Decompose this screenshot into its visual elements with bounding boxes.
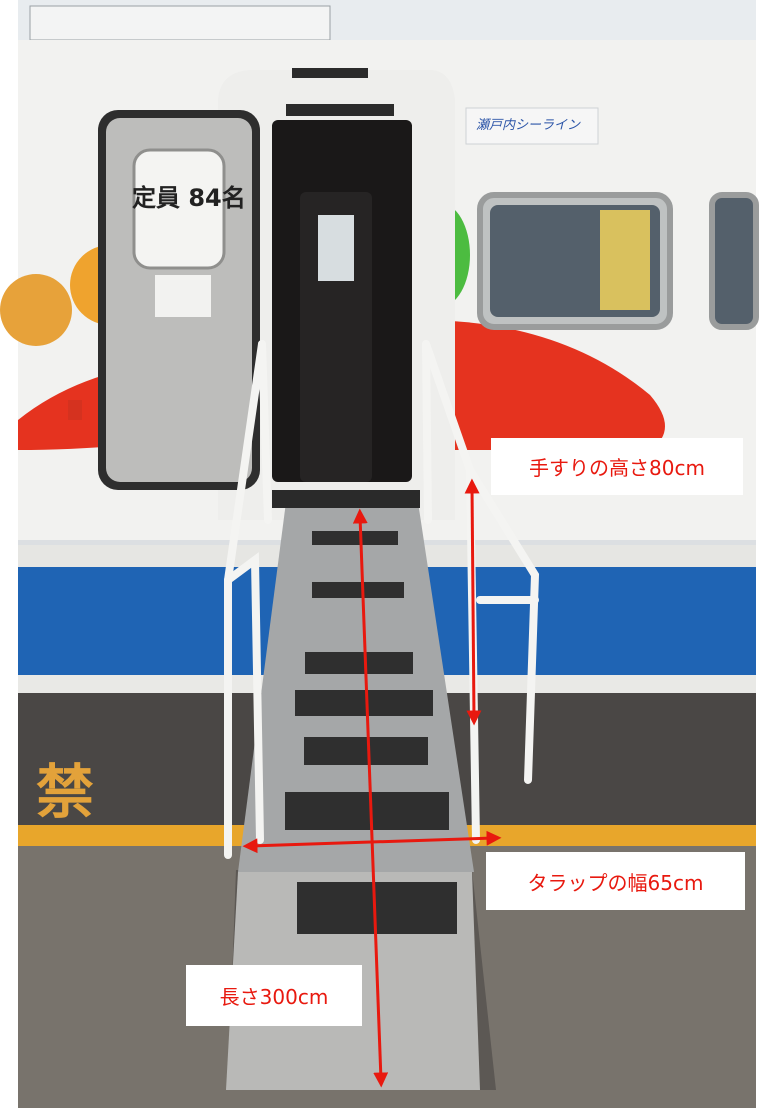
ground-marking: 禁 bbox=[36, 758, 95, 826]
handrail-height-arrow bbox=[464, 478, 482, 726]
ramp-length-label: 長さ300cm bbox=[186, 965, 362, 1026]
measurement-arrows bbox=[242, 478, 502, 1088]
ramp-length-arrow bbox=[352, 508, 389, 1088]
door-capacity-sign: 定員 84名 bbox=[132, 184, 246, 212]
ship-logo-text: 瀬戸内シーライン bbox=[476, 118, 581, 133]
ramp-width-label: タラップの幅65cm bbox=[486, 852, 745, 910]
handrail-height-label: 手すりの高さ80cm bbox=[491, 438, 743, 495]
